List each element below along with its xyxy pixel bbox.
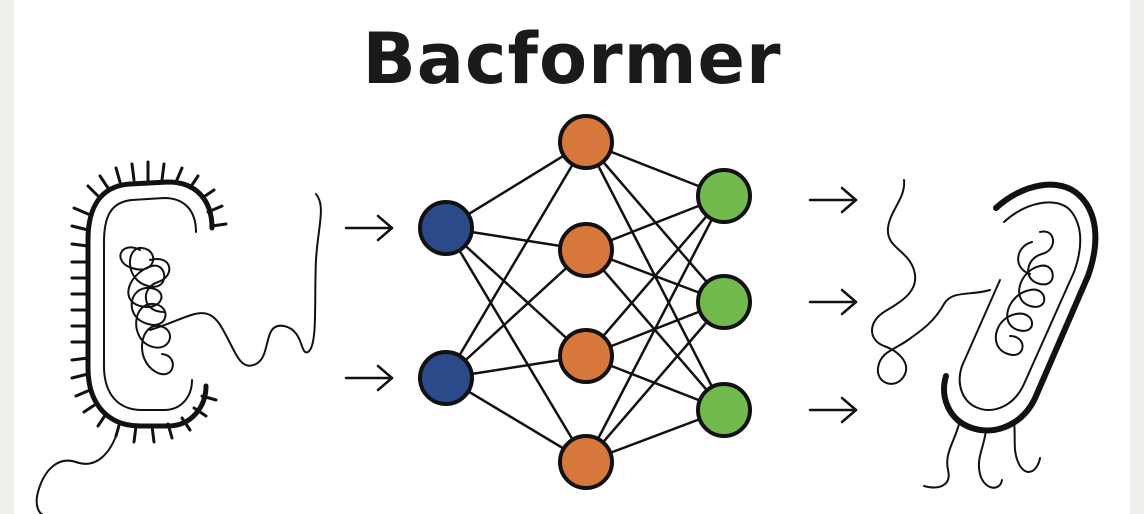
right-arrow-icon: [344, 364, 394, 392]
output-arrows: [808, 186, 858, 424]
output-node: [696, 274, 752, 330]
network-edges: [444, 140, 726, 464]
diagram-title: Bacformer: [362, 18, 782, 100]
right-arrow-icon: [344, 214, 394, 242]
hidden-node: [558, 222, 614, 278]
input-node: [418, 350, 474, 406]
input-node: [418, 200, 474, 256]
bacterium-left-icon: [35, 160, 322, 514]
hidden-node: [558, 328, 614, 384]
hidden-node: [558, 434, 614, 490]
right-arrow-icon: [808, 396, 858, 424]
right-arrow-icon: [808, 288, 858, 316]
input-arrows: [344, 214, 394, 392]
output-node: [696, 382, 752, 438]
network-nodes: [418, 114, 752, 490]
right-arrow-icon: [808, 186, 858, 214]
bacterium-right-icon: [871, 179, 1099, 489]
hidden-node: [558, 114, 614, 170]
output-node: [696, 168, 752, 224]
